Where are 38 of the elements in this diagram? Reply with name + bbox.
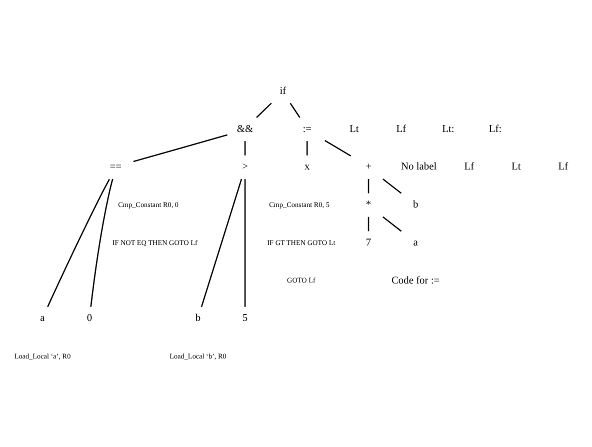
connector — [290, 102, 300, 118]
connector — [382, 178, 402, 194]
label: Lf — [396, 123, 406, 134]
node-text: b — [412, 199, 418, 210]
connector — [133, 134, 228, 162]
label: Lf — [464, 161, 474, 172]
node-text: if — [280, 85, 286, 96]
node-text: x — [304, 161, 310, 172]
node-text: b — [195, 312, 201, 324]
connector — [244, 140, 246, 155]
label: Lf — [558, 161, 568, 172]
node-text: > — [242, 161, 248, 172]
label: Lt — [350, 123, 359, 134]
node-text: a — [413, 236, 418, 248]
node-text: 0 — [86, 312, 92, 324]
connector — [368, 216, 370, 231]
connector — [244, 178, 246, 306]
connector — [47, 178, 110, 307]
node-text: 7 — [366, 236, 372, 248]
connector — [90, 178, 114, 306]
label: Lt: — [442, 123, 454, 134]
label: Lt — [512, 161, 521, 172]
node-text: * — [366, 199, 372, 210]
node-text: a — [40, 312, 45, 324]
connector — [382, 216, 402, 232]
connector — [200, 178, 242, 307]
connector — [368, 178, 370, 193]
node-text: + — [366, 161, 372, 172]
connector — [306, 140, 308, 155]
node-text: := — [302, 123, 312, 134]
label: Code for := — [391, 274, 440, 286]
connector — [324, 139, 352, 156]
connector — [256, 102, 272, 118]
label: Lf: — [488, 123, 502, 134]
label: No label — [401, 161, 437, 172]
node-text: && — [236, 123, 254, 134]
node-text: 5 — [242, 312, 248, 324]
node-text: == — [110, 161, 122, 172]
